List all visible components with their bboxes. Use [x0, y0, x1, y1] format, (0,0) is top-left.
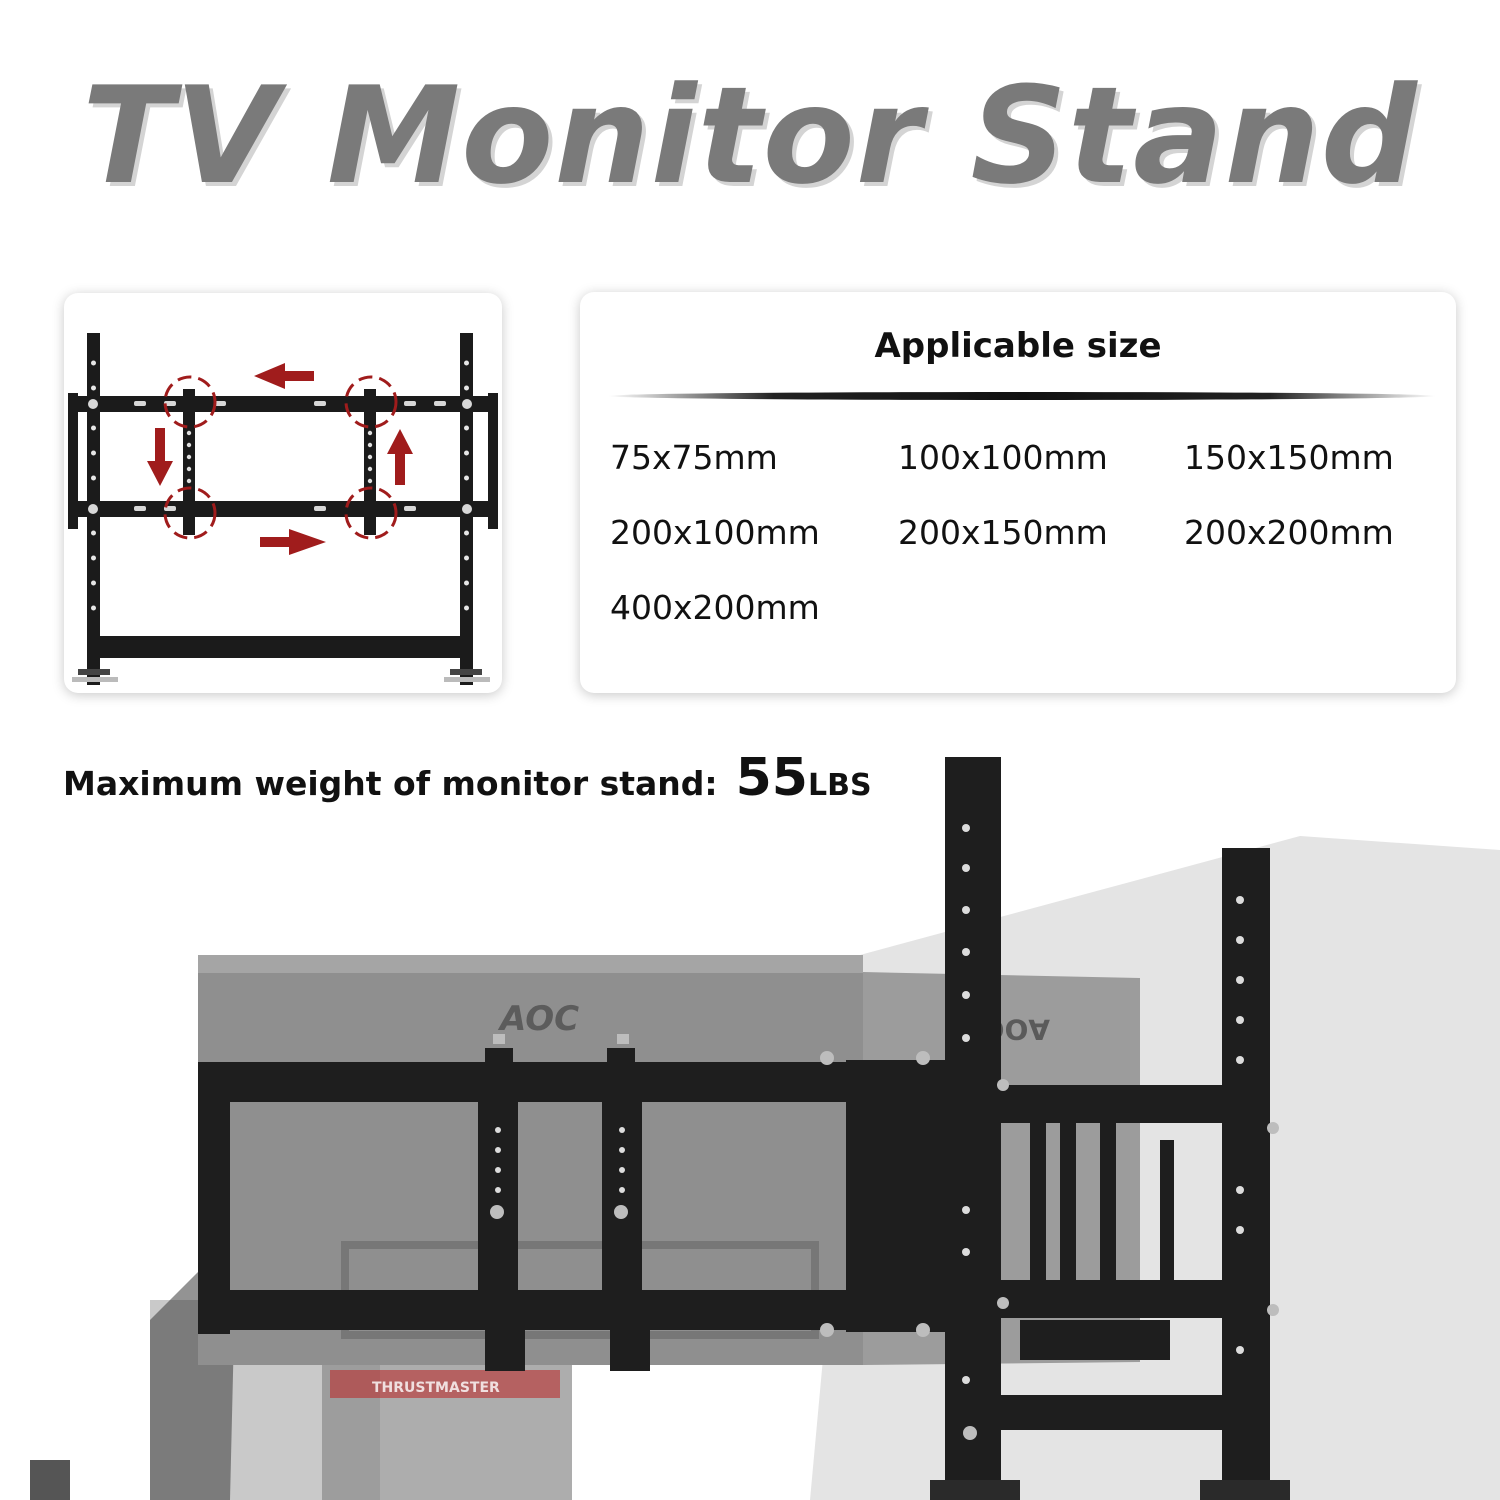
- page-title: TV Monitor Stand: [82, 58, 1418, 214]
- adjust-circle-br: [344, 486, 398, 540]
- bracket-diagram: [68, 333, 498, 685]
- arrow-left-icon: [254, 363, 314, 389]
- upright-front: [945, 757, 1001, 1500]
- bottom-rail: [68, 501, 498, 517]
- slide-right: [602, 1095, 642, 1295]
- size-item: 100x100mm: [898, 438, 1108, 477]
- stand-crossbar: [995, 1395, 1255, 1430]
- size-item: 200x200mm: [1184, 513, 1394, 552]
- top-rail: [68, 396, 498, 412]
- max-weight-value: 55: [735, 748, 808, 808]
- max-weight: Maximum weight of monitor stand: 55LBS: [63, 748, 872, 808]
- bracket-diagram-card: [64, 293, 502, 693]
- slide-left: [478, 1095, 518, 1295]
- applicable-size-heading: Applicable size: [874, 326, 1162, 366]
- max-weight-unit: LBS: [807, 768, 872, 803]
- arrow-up-icon: [387, 429, 413, 485]
- size-item: 400x200mm: [610, 588, 820, 627]
- adjust-circle-tl: [163, 375, 217, 429]
- size-item: 200x100mm: [610, 513, 820, 552]
- arrow-down-icon: [147, 428, 173, 486]
- heading-divider: [608, 392, 1436, 400]
- applicable-size-card: Applicable size 75x75mm 100x100mm 150x15…: [580, 292, 1456, 693]
- upright-back: [1222, 848, 1270, 1500]
- size-item: 75x75mm: [610, 438, 778, 477]
- frame-top: [198, 1062, 878, 1102]
- base-bar: [100, 636, 460, 658]
- size-item: 200x150mm: [898, 513, 1108, 552]
- size-list: 75x75mm 100x100mm 150x150mm 200x100mm 20…: [610, 439, 1450, 626]
- size-item: 150x150mm: [1184, 438, 1394, 477]
- max-weight-label: Maximum weight of monitor stand:: [63, 764, 718, 803]
- arrow-right-icon: [260, 529, 326, 555]
- adjust-circle-tr: [344, 375, 398, 429]
- frame-bottom: [198, 1290, 878, 1330]
- wheel-brand: THRUSTMASTER: [372, 1380, 500, 1396]
- adjust-circle-bl: [163, 486, 217, 540]
- monitor-logo-front: AOC: [497, 999, 579, 1039]
- frame-left: [198, 1062, 230, 1334]
